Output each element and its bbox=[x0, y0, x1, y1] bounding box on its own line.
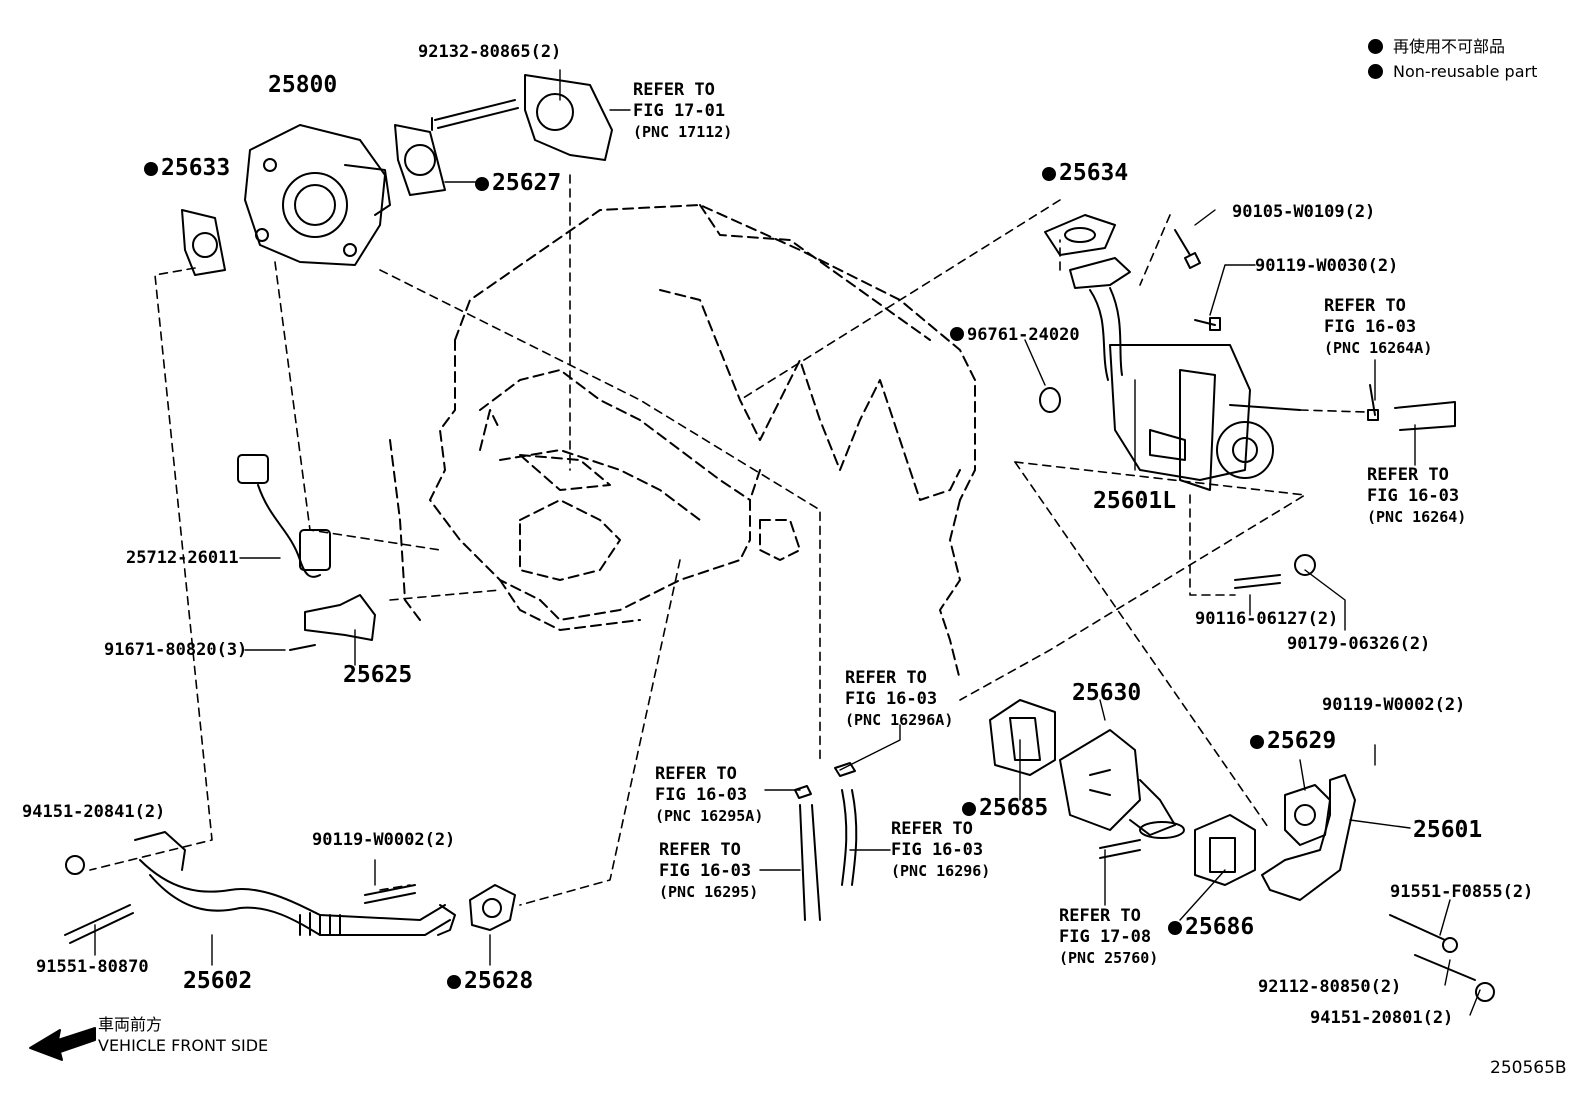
refer-line2: FIG 17-08 bbox=[1059, 927, 1152, 947]
part-label-90105[interactable]: 90105-W0109(2) bbox=[1232, 202, 1376, 222]
part-label-90116[interactable]: 90116-06127(2) bbox=[1195, 609, 1339, 629]
gasket-25634-icon bbox=[1044, 214, 1131, 381]
refer-line2: FIG 16-03 bbox=[891, 840, 984, 860]
part-label-25634[interactable]: 25634 bbox=[1042, 160, 1128, 186]
gasket-25686-icon bbox=[1194, 814, 1256, 886]
refer-line1: REFER TO bbox=[1059, 906, 1141, 926]
part-label-25800[interactable]: 25800 bbox=[268, 72, 338, 98]
refer-line2: FIG 16-03 bbox=[1367, 486, 1460, 506]
throttle-body-icon bbox=[244, 124, 391, 266]
refer-line1: REFER TO bbox=[1324, 296, 1406, 316]
refer-line1: REFER TO bbox=[633, 80, 715, 100]
gasket-25627-icon bbox=[394, 124, 446, 196]
part-label-25686[interactable]: 25686 bbox=[1168, 914, 1254, 940]
figure-id: 250565B bbox=[1490, 1058, 1567, 1078]
refer-line1: REFER TO bbox=[845, 668, 927, 688]
refer-line1: REFER TO bbox=[655, 764, 737, 784]
refer-line3: (PNC 16264) bbox=[1367, 508, 1467, 526]
refer-line3: (PNC 25760) bbox=[1059, 949, 1159, 967]
non-reusable-dot-icon bbox=[1368, 39, 1383, 54]
stud-icon bbox=[431, 99, 519, 131]
legend-row-en: Non-reusable part bbox=[1368, 59, 1537, 84]
front-en: VEHICLE FRONT SIDE bbox=[98, 1036, 269, 1055]
part-label-25628[interactable]: 25628 bbox=[447, 968, 533, 994]
pipe-25760-icon bbox=[1099, 839, 1141, 859]
non-reusable-dot-icon bbox=[1368, 64, 1383, 79]
part-label-25625[interactable]: 25625 bbox=[343, 662, 413, 688]
refer-line3: (PNC 17112) bbox=[633, 123, 733, 141]
sensor-25712-icon bbox=[237, 454, 331, 578]
intake-flange-icon bbox=[524, 74, 613, 161]
refer-to-pnc-16264[interactable]: REFER TO FIG 16-03 (PNC 16264) bbox=[1367, 465, 1466, 528]
bolt-icons bbox=[1174, 229, 1456, 589]
refer-line3: (PNC 16295A) bbox=[655, 807, 764, 825]
legend-en: Non-reusable part bbox=[1393, 62, 1538, 81]
actuator-25630-icon bbox=[1059, 729, 1185, 839]
refer-to-pnc-17112[interactable]: REFER TO FIG 17-01 (PNC 17112) bbox=[633, 80, 732, 143]
part-label-25601[interactable]: 25601 bbox=[1413, 817, 1483, 843]
part-label-25602[interactable]: 25602 bbox=[183, 968, 253, 994]
part-label-92112[interactable]: 92112-80850(2) bbox=[1258, 977, 1402, 997]
refer-to-pnc-16295[interactable]: REFER TO FIG 16-03 (PNC 16295) bbox=[659, 840, 758, 903]
vehicle-front-label: 車両前方 VEHICLE FRONT SIDE bbox=[98, 1014, 268, 1056]
refer-to-pnc-16264a[interactable]: REFER TO FIG 16-03 (PNC 16264A) bbox=[1324, 296, 1432, 359]
part-label-91551-f0855[interactable]: 91551-F0855(2) bbox=[1390, 882, 1534, 902]
part-label-90119-w0002-right[interactable]: 90119-W0002(2) bbox=[1322, 695, 1466, 715]
part-label-90119-w0002-left[interactable]: 90119-W0002(2) bbox=[312, 830, 456, 850]
refer-line1: REFER TO bbox=[891, 819, 973, 839]
part-label-25633[interactable]: 25633 bbox=[144, 155, 230, 181]
legend-row-jp: 再使用不可部品 bbox=[1368, 34, 1537, 59]
part-label-25712[interactable]: 25712-26011 bbox=[126, 548, 239, 568]
part-label-94151-20841[interactable]: 94151-20841(2) bbox=[22, 802, 166, 822]
hose-icons bbox=[794, 762, 858, 921]
refer-line2: FIG 16-03 bbox=[845, 689, 938, 709]
refer-line2: FIG 16-03 bbox=[1324, 317, 1417, 337]
front-arrow-icon bbox=[29, 1027, 96, 1061]
part-label-91671[interactable]: 91671-80820(3) bbox=[104, 640, 248, 660]
refer-line1: REFER TO bbox=[1367, 465, 1449, 485]
legend-jp: 再使用不可部品 bbox=[1393, 37, 1506, 56]
part-label-25630[interactable]: 25630 bbox=[1072, 680, 1142, 706]
part-label-25629[interactable]: 25629 bbox=[1250, 728, 1336, 754]
refer-line2: FIG 16-03 bbox=[655, 785, 748, 805]
legend: 再使用不可部品 Non-reusable part bbox=[1368, 34, 1537, 84]
part-label-96761[interactable]: 96761-24020 bbox=[950, 325, 1080, 345]
part-label-90179[interactable]: 90179-06326(2) bbox=[1287, 634, 1431, 654]
refer-line2: FIG 16-03 bbox=[659, 861, 752, 881]
refer-to-pnc-16295a[interactable]: REFER TO FIG 16-03 (PNC 16295A) bbox=[655, 764, 763, 827]
part-label-92132[interactable]: 92132-80865(2) bbox=[418, 42, 562, 62]
part-label-91551-80870[interactable]: 91551-80870 bbox=[36, 957, 149, 977]
refer-line2: FIG 17-01 bbox=[633, 101, 726, 121]
refer-to-pnc-16296[interactable]: REFER TO FIG 16-03 (PNC 16296) bbox=[891, 819, 990, 882]
refer-to-pnc-25760[interactable]: REFER TO FIG 17-08 (PNC 25760) bbox=[1059, 906, 1158, 969]
o-ring-icon bbox=[1039, 387, 1061, 413]
egr-pipe-25601-icon bbox=[1261, 774, 1495, 1002]
part-label-25601l[interactable]: 25601L bbox=[1093, 488, 1177, 514]
gasket-25685-icon bbox=[989, 699, 1056, 776]
refer-line3: (PNC 16264A) bbox=[1324, 339, 1433, 357]
part-label-25685[interactable]: 25685 bbox=[962, 795, 1048, 821]
refer-line3: (PNC 16295) bbox=[659, 883, 759, 901]
part-label-90119-w0030[interactable]: 90119-W0030(2) bbox=[1255, 256, 1399, 276]
engine-outline bbox=[389, 204, 976, 681]
refer-line1: REFER TO bbox=[659, 840, 741, 860]
part-label-25627[interactable]: 25627 bbox=[475, 170, 561, 196]
egr-pipe-25602-icon bbox=[64, 831, 456, 944]
refer-line3: (PNC 16296A) bbox=[845, 711, 954, 729]
refer-line3: (PNC 16296) bbox=[891, 862, 991, 880]
egr-valve-icon bbox=[1109, 344, 1301, 491]
bracket-25625-icon bbox=[289, 594, 376, 651]
gasket-25633-icon bbox=[181, 209, 226, 276]
front-jp: 車両前方 bbox=[98, 1015, 163, 1034]
refer-to-pnc-16296a[interactable]: REFER TO FIG 16-03 (PNC 16296A) bbox=[845, 668, 953, 731]
gasket-25628-icon bbox=[469, 884, 516, 931]
part-label-94151-20801[interactable]: 94151-20801(2) bbox=[1310, 1008, 1454, 1028]
